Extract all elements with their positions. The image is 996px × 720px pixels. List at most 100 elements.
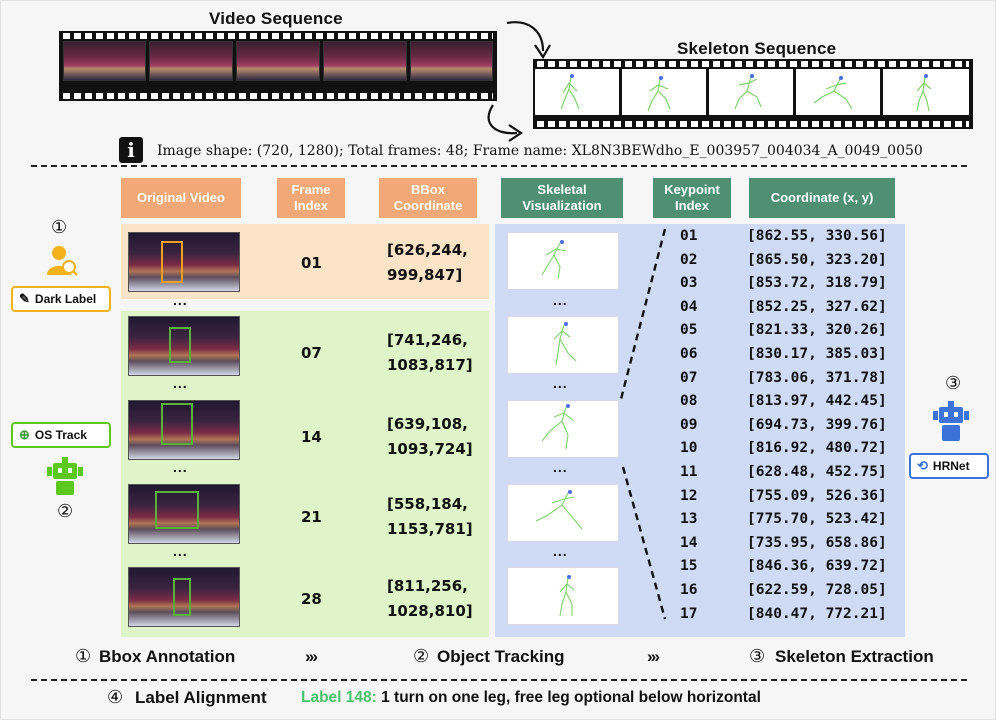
video-frame-thumb [323, 41, 407, 81]
chevron-right-icon: ››› [305, 647, 318, 666]
keypoint-index-value: 12 [680, 488, 698, 504]
step-number: ③ [945, 373, 962, 394]
curved-arrow-icon [506, 21, 551, 60]
keypoint-index-value: 06 [680, 346, 698, 362]
os-track-badge: ⊕ OS Track [11, 422, 111, 448]
dashed-connector-lines [619, 228, 667, 620]
bbox-value: [558,184,1153,781] [387, 495, 473, 538]
ellipsis: ... [173, 375, 188, 391]
ellipsis: ... [173, 459, 188, 475]
frame-index-value: 14 [301, 428, 322, 446]
skeleton-thumbnail [507, 484, 619, 542]
skeleton-thumbnail [507, 567, 619, 625]
target-icon: ⊕ [19, 427, 30, 442]
ellipsis: ... [553, 375, 568, 391]
frame-index-value: 21 [301, 508, 322, 526]
keypoint-coordinate-value: [840.47, 772.21] [747, 606, 887, 622]
video-frame-thumb [236, 41, 320, 81]
header-frame-index: Frame Index [277, 178, 345, 218]
video-frame-thumb [63, 41, 146, 81]
divider [31, 165, 967, 167]
annotator-person-icon [47, 246, 78, 276]
keypoint-index-value: 17 [680, 606, 698, 622]
keypoint-index-value: 01 [680, 228, 698, 244]
keypoint-index-value: 10 [680, 440, 698, 456]
skeleton-thumbnail [507, 400, 619, 458]
robot-icon [933, 401, 969, 441]
keypoint-coordinate-value: [862.55, 330.56] [747, 228, 887, 244]
video-thumbnail [128, 567, 240, 627]
bbox-overlay [173, 578, 191, 616]
chevron-right-icon: ››› [647, 647, 660, 666]
ellipsis: ... [173, 292, 188, 308]
keypoint-index-value: 07 [680, 370, 698, 386]
keypoint-coordinate-value: [628.48, 452.75] [747, 464, 887, 480]
ellipsis: ... [553, 292, 568, 308]
bbox-value: [811,256,1028,810] [387, 577, 473, 620]
keypoint-coordinate-value: [622.59, 728.05] [747, 582, 887, 598]
keypoint-index-value: 03 [680, 275, 698, 291]
os-track-text: OS Track [34, 428, 87, 442]
step-number: ③ [749, 646, 766, 667]
video-frame-thumb [410, 41, 493, 81]
step-number: ① [75, 646, 92, 667]
hrnet-badge: ⟲ HRNet [909, 453, 989, 479]
bbox-overlay [169, 327, 191, 363]
keypoint-index-value: 14 [680, 535, 698, 551]
keypoint-coordinate-value: [816.92, 480.72] [747, 440, 887, 456]
keypoint-coordinate-value: [735.95, 658.86] [747, 535, 887, 551]
keypoint-index-value: 04 [680, 299, 698, 315]
frame-index-value: 28 [301, 590, 322, 608]
skeleton-filmstrip [533, 59, 973, 129]
video-thumbnail [128, 232, 240, 292]
label-id: Label 148: [301, 689, 377, 706]
bbox-overlay [161, 403, 193, 445]
keypoint-index-value: 08 [680, 393, 698, 409]
ellipsis: ... [173, 543, 188, 559]
keypoint-coordinate-value: [846.36, 639.72] [747, 558, 887, 574]
video-thumbnail [128, 316, 240, 376]
search-icon: ⟲ [917, 458, 928, 473]
bbox-overlay [161, 241, 183, 283]
skeleton-thumbnail [507, 232, 619, 290]
header-coordinate: Coordinate (x, y) [749, 178, 895, 218]
header-keypoint-index: Keypoint Index [653, 178, 731, 218]
dark-label-text: Dark Label [34, 292, 97, 306]
step-number: ④ [107, 687, 124, 708]
step-number: ② [57, 501, 74, 522]
keypoint-index-value: 15 [680, 558, 698, 574]
dark-label-badge: ✎ Dark Label [11, 286, 111, 312]
hrnet-text: HRNet [932, 459, 970, 473]
header-original-video: Original Video [121, 178, 241, 218]
bbox-value: [741,246,1083,817] [387, 331, 473, 374]
frame-index-value: 07 [301, 344, 322, 362]
keypoint-index-value: 09 [680, 417, 698, 433]
video-thumbnail [128, 400, 240, 460]
step-number: ② [413, 646, 430, 667]
bbox-overlay [155, 491, 199, 529]
label-alignment-value: Label 148: 1 turn on one leg, free leg o… [301, 689, 761, 707]
video-filmstrip [59, 31, 497, 101]
label-alignment-title: Label Alignment [135, 688, 267, 707]
keypoint-coordinate-value: [755.09, 526.36] [747, 488, 887, 504]
video-thumbnail [128, 484, 240, 544]
step-number: ① [51, 217, 68, 238]
divider [31, 679, 967, 681]
keypoint-coordinate-value: [853.72, 318.79] [747, 275, 887, 291]
keypoint-coordinate-value: [830.17, 385.03] [747, 346, 887, 362]
keypoint-index-value: 02 [680, 252, 698, 268]
keypoint-index-value: 16 [680, 582, 698, 598]
keypoint-coordinate-value: [783.06, 371.78] [747, 370, 887, 386]
robot-icon [47, 457, 83, 495]
bbox-value: [626,244,999,847] [387, 241, 468, 284]
keypoint-coordinate-value: [821.33, 320.26] [747, 322, 887, 338]
keypoint-coordinate-value: [775.70, 523.42] [747, 511, 887, 527]
keypoint-coordinate-value: [865.50, 323.20] [747, 252, 887, 268]
keypoint-coordinate-value: [694.73, 399.76] [747, 417, 887, 433]
info-icon: i [119, 137, 143, 163]
frame-index-value: 01 [301, 254, 322, 272]
keypoint-index-value: 13 [680, 511, 698, 527]
keypoint-index-value: 05 [680, 322, 698, 338]
step-label: Bbox Annotation [99, 647, 236, 666]
